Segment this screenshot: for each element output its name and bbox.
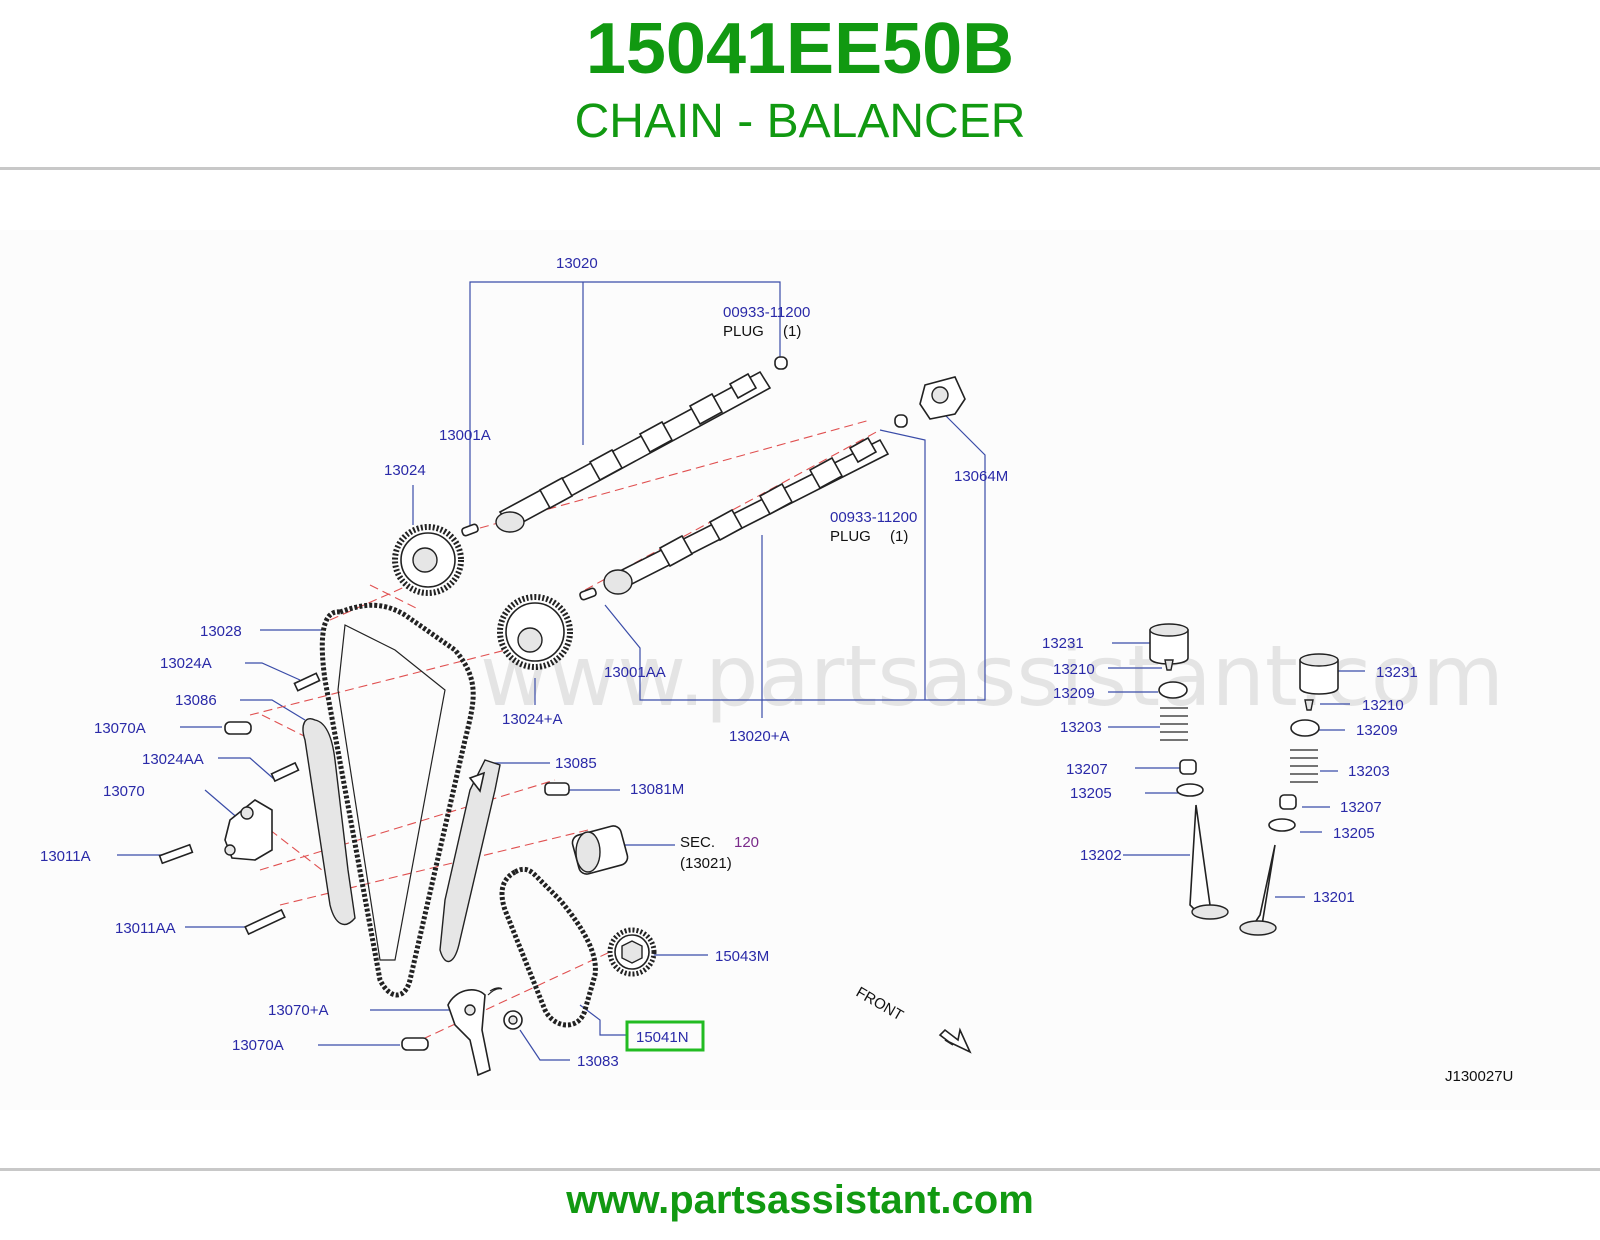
footer-divider [0,1168,1600,1171]
label-13020-plus-a[interactable]: 13020+A [729,728,789,745]
label-13070a-top[interactable]: 13070A [94,720,146,737]
chain-guide-right [439,759,501,963]
label-13020[interactable]: 13020 [556,255,598,272]
label-13024[interactable]: 13024 [384,462,426,479]
crankshaft-sprocket [571,825,629,875]
label-13064m[interactable]: 13064M [954,468,1008,485]
label-13081m[interactable]: 13081M [630,781,684,798]
label-00933-b[interactable]: 00933-11200 [830,509,917,526]
leader-lines [117,281,1365,1061]
label-13207-right[interactable]: 13207 [1340,799,1382,816]
chain-tensioner [224,799,273,861]
label-13011aa[interactable]: 13011AA [115,920,176,937]
label-13024-plus-a[interactable]: 13024+A [502,711,562,728]
label-sec: SEC. [680,834,715,851]
label-13001a[interactable]: 13001A [439,427,491,444]
label-plug-a: PLUG [723,323,764,340]
diagram-code: J130027U [1445,1068,1513,1085]
label-13209-right[interactable]: 13209 [1356,722,1398,739]
label-13070a-bottom[interactable]: 13070A [232,1037,284,1054]
label-13231-left[interactable]: 13231 [1042,635,1084,652]
label-13207-left[interactable]: 13207 [1066,761,1108,778]
label-13205-right[interactable]: 13205 [1333,825,1375,842]
highlight-box [625,1020,705,1052]
label-13024aa[interactable]: 13024AA [142,751,204,768]
label-13209-left[interactable]: 13209 [1053,685,1095,702]
valvetrain-left [1149,623,1229,920]
balancer-chain [499,866,598,1028]
label-13085[interactable]: 13085 [555,755,597,772]
front-label: FRONT [853,984,906,1025]
balancer-chain-guide [503,1010,523,1030]
label-plug-b: PLUG [830,528,871,545]
chain-guide-left [302,718,356,926]
balancer-sprocket [607,927,657,977]
label-13024a[interactable]: 13024A [160,655,212,672]
label-13001aa[interactable]: 13001AA [604,664,666,681]
label-13203-right[interactable]: 13203 [1348,763,1390,780]
header: 15041EE50B CHAIN - BALANCER [0,0,1600,168]
label-plug-a-qty: (1) [783,323,801,340]
label-13070[interactable]: 13070 [103,783,145,800]
header-divider [0,167,1600,170]
label-13086[interactable]: 13086 [175,692,217,709]
timing-chain [319,602,476,998]
label-15041n[interactable]: 15041N [636,1029,689,1046]
front-arrow: FRONT [853,984,972,1054]
label-13070-plus-a[interactable]: 13070+A [268,1002,328,1019]
label-13210-right[interactable]: 13210 [1362,697,1404,714]
label-13028[interactable]: 13028 [200,623,242,640]
label-15043m[interactable]: 15043M [715,948,769,965]
label-plug-b-qty: (1) [890,528,908,545]
label-00933-a[interactable]: 00933-11200 [723,304,810,321]
label-13210-left[interactable]: 13210 [1053,661,1095,678]
part-name-subtitle: CHAIN - BALANCER [574,95,1026,148]
label-13083[interactable]: 13083 [577,1053,619,1070]
valvetrain-right [1239,653,1339,936]
bolts-and-pins [158,672,570,1051]
label-13202[interactable]: 13202 [1080,847,1122,864]
label-sec-120[interactable]: 120 [734,834,759,851]
camshaft-sprocket-intake [392,524,464,596]
label-13203-left[interactable]: 13203 [1060,719,1102,736]
label-13011a[interactable]: 13011A [40,848,91,865]
intake-camshaft [461,356,788,537]
camshaft-sprocket-exhaust [497,594,573,670]
exhaust-camshaft [579,376,966,601]
part-labels: 13020 00933-11200 PLUG (1) 13001A 13024 … [40,255,1513,1085]
balancer-tensioner [447,987,503,1077]
part-number-title: 15041EE50B [585,9,1015,89]
label-sec-ref: (13021) [680,855,732,872]
footer-url[interactable]: www.partsassistant.com [566,1178,1034,1222]
label-13205-left[interactable]: 13205 [1070,785,1112,802]
label-13231-right[interactable]: 13231 [1376,664,1418,681]
label-13201[interactable]: 13201 [1313,889,1355,906]
